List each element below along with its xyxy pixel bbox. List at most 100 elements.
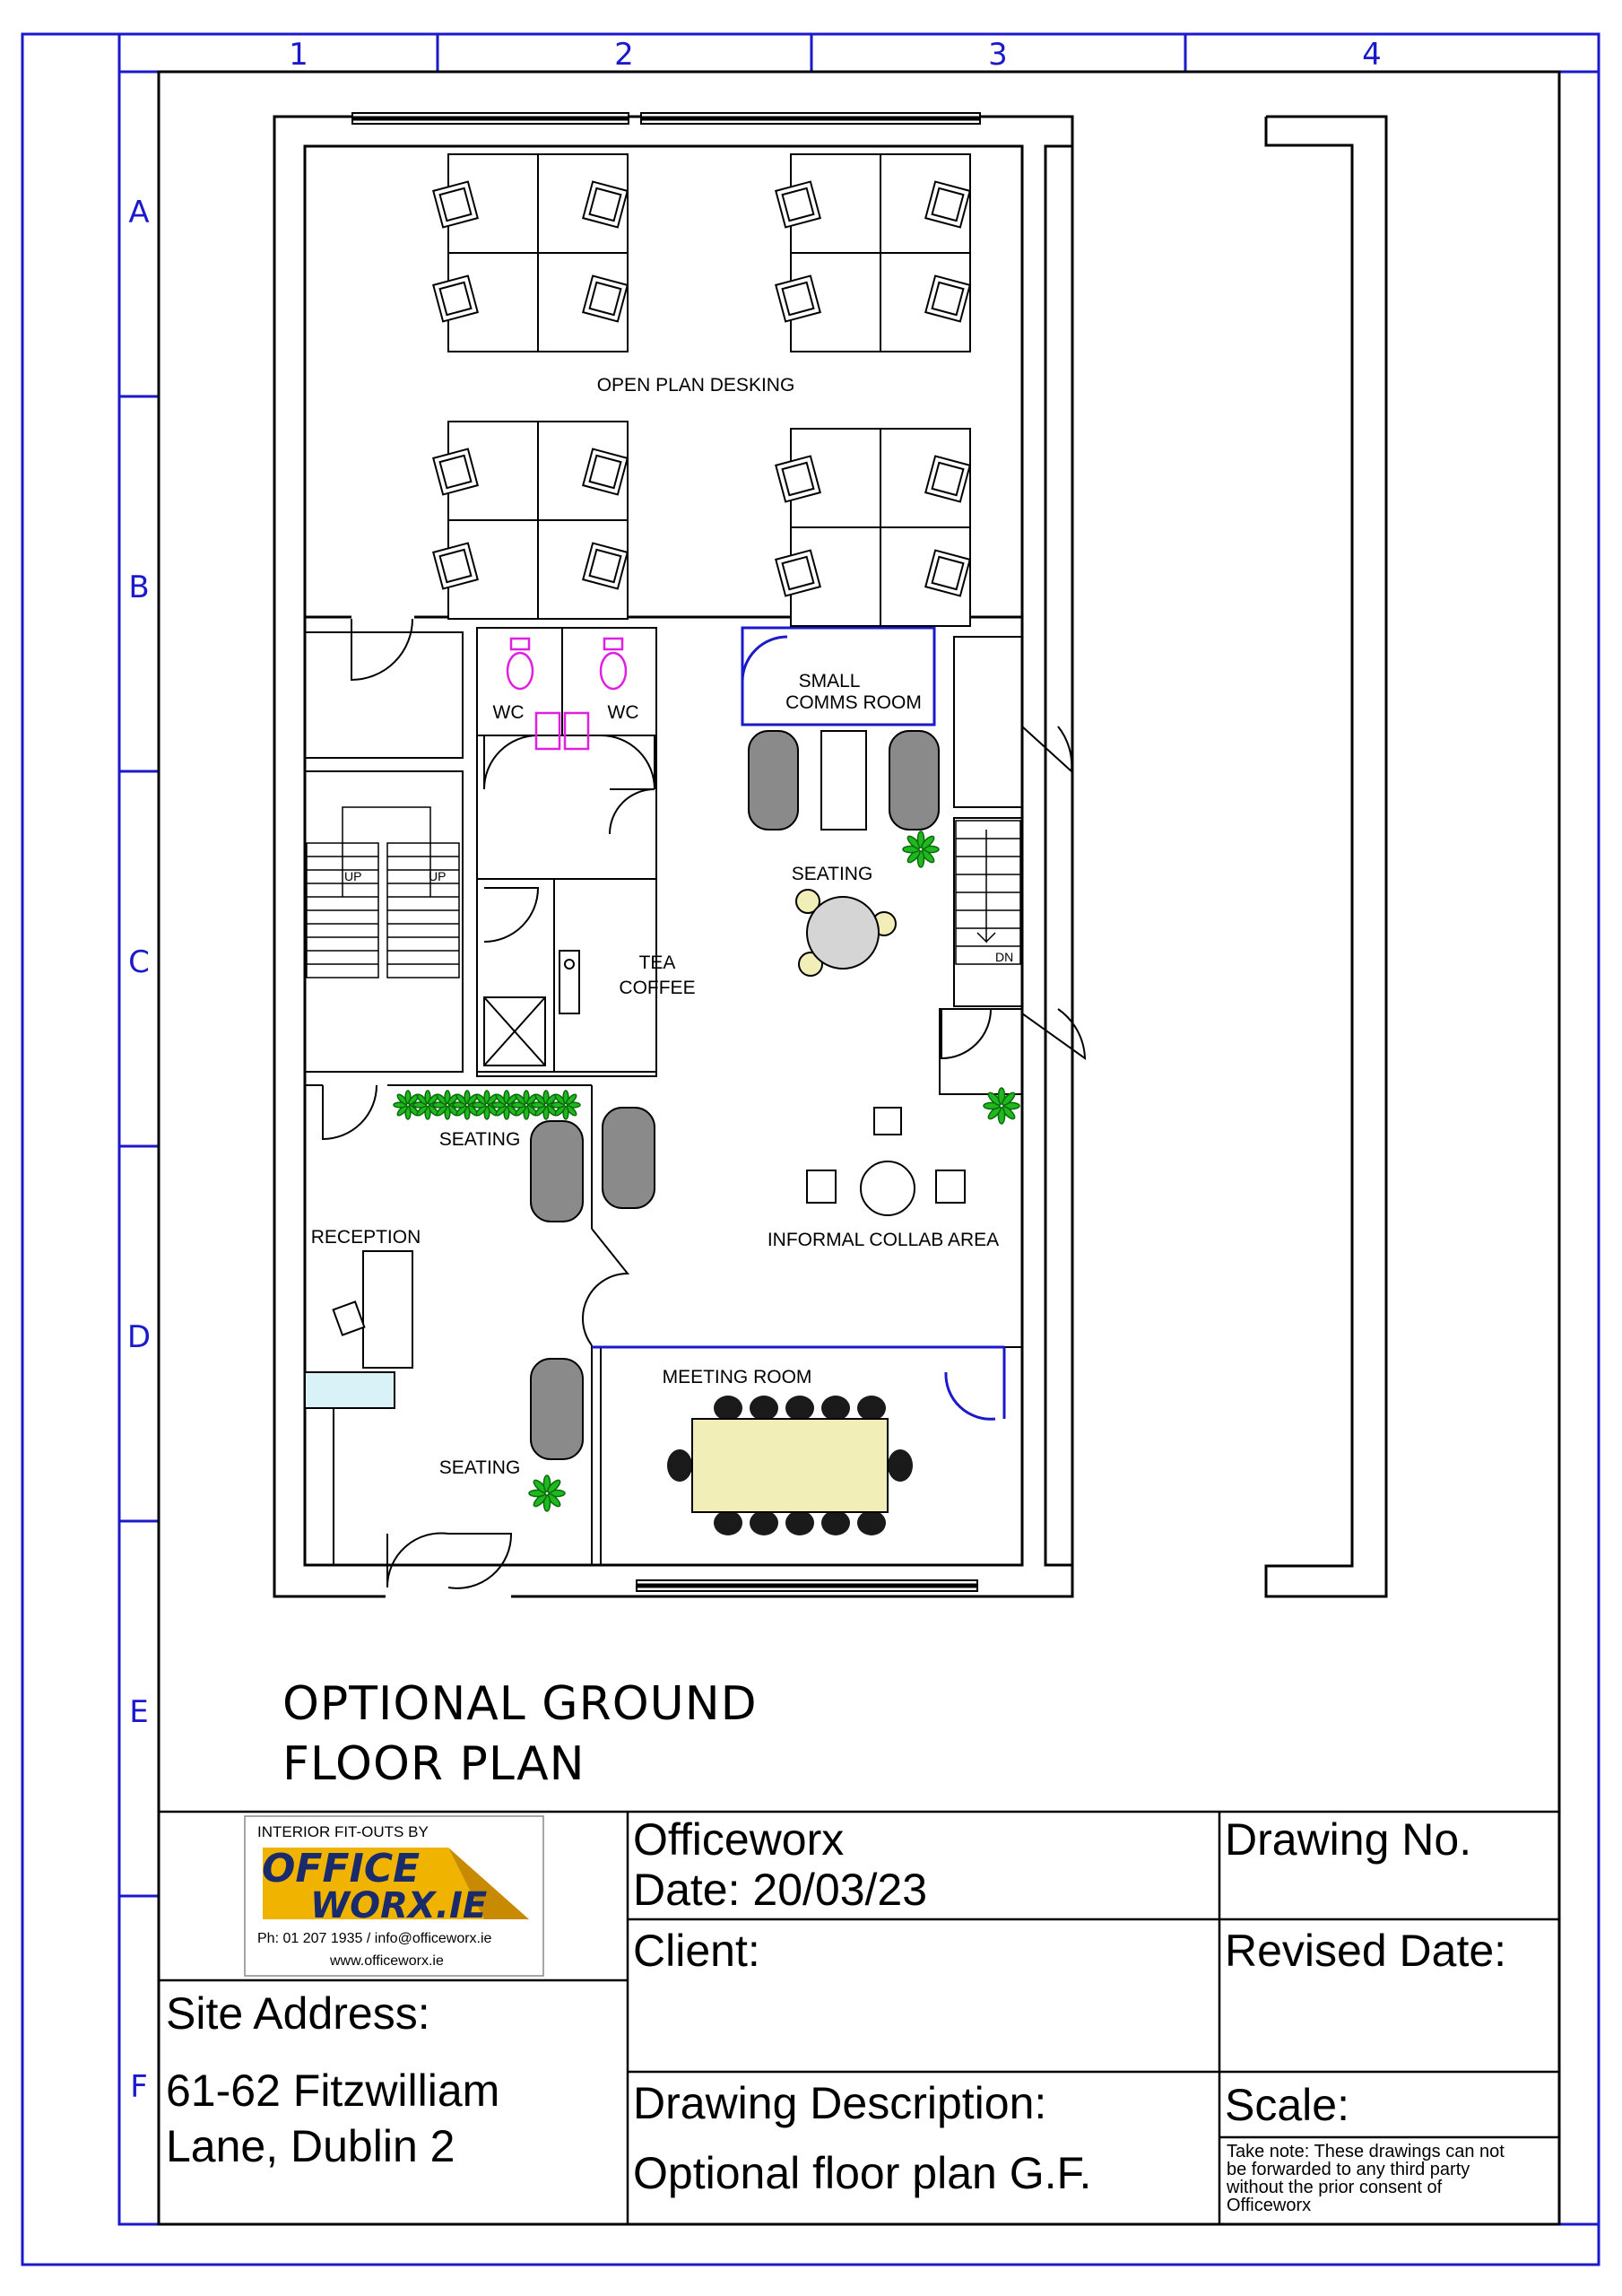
desk-chair-seat <box>931 187 965 222</box>
plant <box>472 1090 502 1120</box>
tb-scale: Scale: <box>1225 2080 1349 2130</box>
reception-chair <box>332 1300 366 1336</box>
grid-col-1: 1 <box>289 37 308 73</box>
desk-chair-seat <box>931 281 965 317</box>
round-table-seating-area <box>795 889 897 977</box>
plant <box>412 1090 443 1120</box>
title-block-grid <box>159 1810 1559 2224</box>
plant <box>452 1090 482 1120</box>
stairs-left <box>306 806 460 978</box>
room-label-coffee: COFFEE <box>619 978 695 998</box>
room-label-comms-2: COMMS ROOM <box>785 692 922 713</box>
grid-row-e: E <box>129 1694 148 1730</box>
grid-col-2: 2 <box>614 37 634 73</box>
meeting-chair <box>821 1396 850 1421</box>
door-swings <box>322 618 1087 1589</box>
meeting-chair <box>750 1510 778 1535</box>
logo-word-worx: WORX.IE <box>310 1885 487 1926</box>
logo-web: www.officeworx.ie <box>329 1953 444 1969</box>
meeting-chair <box>785 1510 814 1535</box>
desk-chair-seat <box>781 555 815 591</box>
meeting-chair <box>750 1396 778 1421</box>
meeting-chair <box>888 1449 913 1482</box>
stair-dn-label: DN <box>995 950 1013 964</box>
tb-note-line2: be forwarded to any third party <box>1227 2160 1470 2179</box>
room-label-seating-upper: SEATING <box>792 864 873 884</box>
plants <box>393 831 1020 1512</box>
wc-label-right: WC <box>608 702 639 723</box>
room-label-meeting: MEETING ROOM <box>663 1367 812 1387</box>
grid-row-c: C <box>128 944 150 980</box>
logo-contact: Ph: 01 207 1935 / info@officeworx.ie <box>257 1931 492 1946</box>
tb-site-address-line2: Lane, Dublin 2 <box>166 2121 455 2171</box>
wc-label-left: WC <box>493 702 525 723</box>
room-label-tea: TEA <box>639 952 676 973</box>
plant <box>528 1474 566 1512</box>
tea-point-fixtures <box>483 950 580 1066</box>
company-logo: INTERIOR FIT-OUTS BY OFFICE WORX.IE Ph: … <box>244 1815 544 1977</box>
wc-fixtures <box>506 637 628 751</box>
stair-up-label-1: UP <box>344 869 361 883</box>
desk-chair-seat <box>781 281 815 317</box>
meeting-chair <box>714 1396 742 1421</box>
desk-chair-seat <box>588 187 622 222</box>
meeting-table <box>667 1396 913 1535</box>
stairs-right <box>955 820 1021 965</box>
tb-site-address-line1: 61-62 Fitzwilliam <box>166 2066 499 2116</box>
drawing-title-line2: FLOOR PLAN <box>282 1737 585 1791</box>
desk-chair-seat <box>931 555 965 591</box>
tb-client: Client: <box>633 1926 760 1976</box>
room-label-reception: RECEPTION <box>311 1227 421 1248</box>
grid-row-f: F <box>130 2069 148 2105</box>
meeting-chair <box>857 1396 886 1421</box>
drawing-frame <box>157 70 1561 2226</box>
desk-clusters <box>432 153 971 627</box>
grid-row-a: A <box>128 195 149 230</box>
grid-labels: 1 2 3 4 A B C D E F <box>127 37 1382 2105</box>
tb-description-label: Drawing Description: <box>633 2078 1046 2128</box>
tb-drawing-no: Drawing No. <box>1225 1814 1471 1865</box>
plant <box>551 1090 581 1120</box>
grid-col-4: 4 <box>1362 37 1382 73</box>
desk-chair-seat <box>781 461 815 497</box>
stair-up-label-2: UP <box>429 869 446 883</box>
desk-chair-seat <box>781 187 815 222</box>
desk-chair-seat <box>438 281 473 317</box>
desk-chair-seat <box>438 548 473 584</box>
desk-chair-seat <box>588 548 622 584</box>
desk-chair-seat <box>438 187 473 222</box>
meeting-chair <box>785 1396 814 1421</box>
tb-revised-date: Revised Date: <box>1225 1926 1506 1976</box>
room-label-open-plan: OPEN PLAN DESKING <box>597 375 795 396</box>
grid-row-b: B <box>128 570 149 605</box>
room-label-collab: INFORMAL COLLAB AREA <box>768 1230 999 1250</box>
grid-col-3: 3 <box>988 37 1008 73</box>
tb-date: Date: 20/03/23 <box>633 1865 927 1915</box>
tb-site-address-label: Site Address: <box>166 1988 430 2039</box>
plant <box>983 1087 1020 1125</box>
tb-note-line3: without the prior consent of <box>1226 2178 1443 2197</box>
adjacent-wall-outline <box>1264 115 1388 1598</box>
desk-chair-seat <box>931 461 965 497</box>
plant <box>531 1090 561 1120</box>
desk-chair-seat <box>588 281 622 317</box>
logo-tagline: INTERIOR FIT-OUTS BY <box>257 1823 429 1840</box>
grid-row-d: D <box>127 1319 151 1355</box>
drawing-title-line1: OPTIONAL GROUND <box>282 1677 758 1731</box>
meeting-chair <box>821 1510 850 1535</box>
room-label-comms-1: SMALL <box>799 671 861 691</box>
meeting-chair <box>857 1510 886 1535</box>
tb-note-line1: Take note: These drawings can not <box>1227 2142 1505 2161</box>
room-label-seating-mid: SEATING <box>439 1129 521 1150</box>
room-label-seating-lower: SEATING <box>439 1457 521 1478</box>
tb-company: Officeworx <box>633 1814 844 1865</box>
tb-description-value: Optional floor plan G.F. <box>633 2148 1091 2198</box>
plant <box>902 831 940 868</box>
plant <box>432 1090 463 1120</box>
tb-note-line4: Officeworx <box>1227 2196 1311 2215</box>
round-table-collab <box>806 1107 966 1216</box>
desk-chair-seat <box>588 454 622 490</box>
meeting-chair <box>667 1449 692 1482</box>
sofas <box>530 730 940 1460</box>
